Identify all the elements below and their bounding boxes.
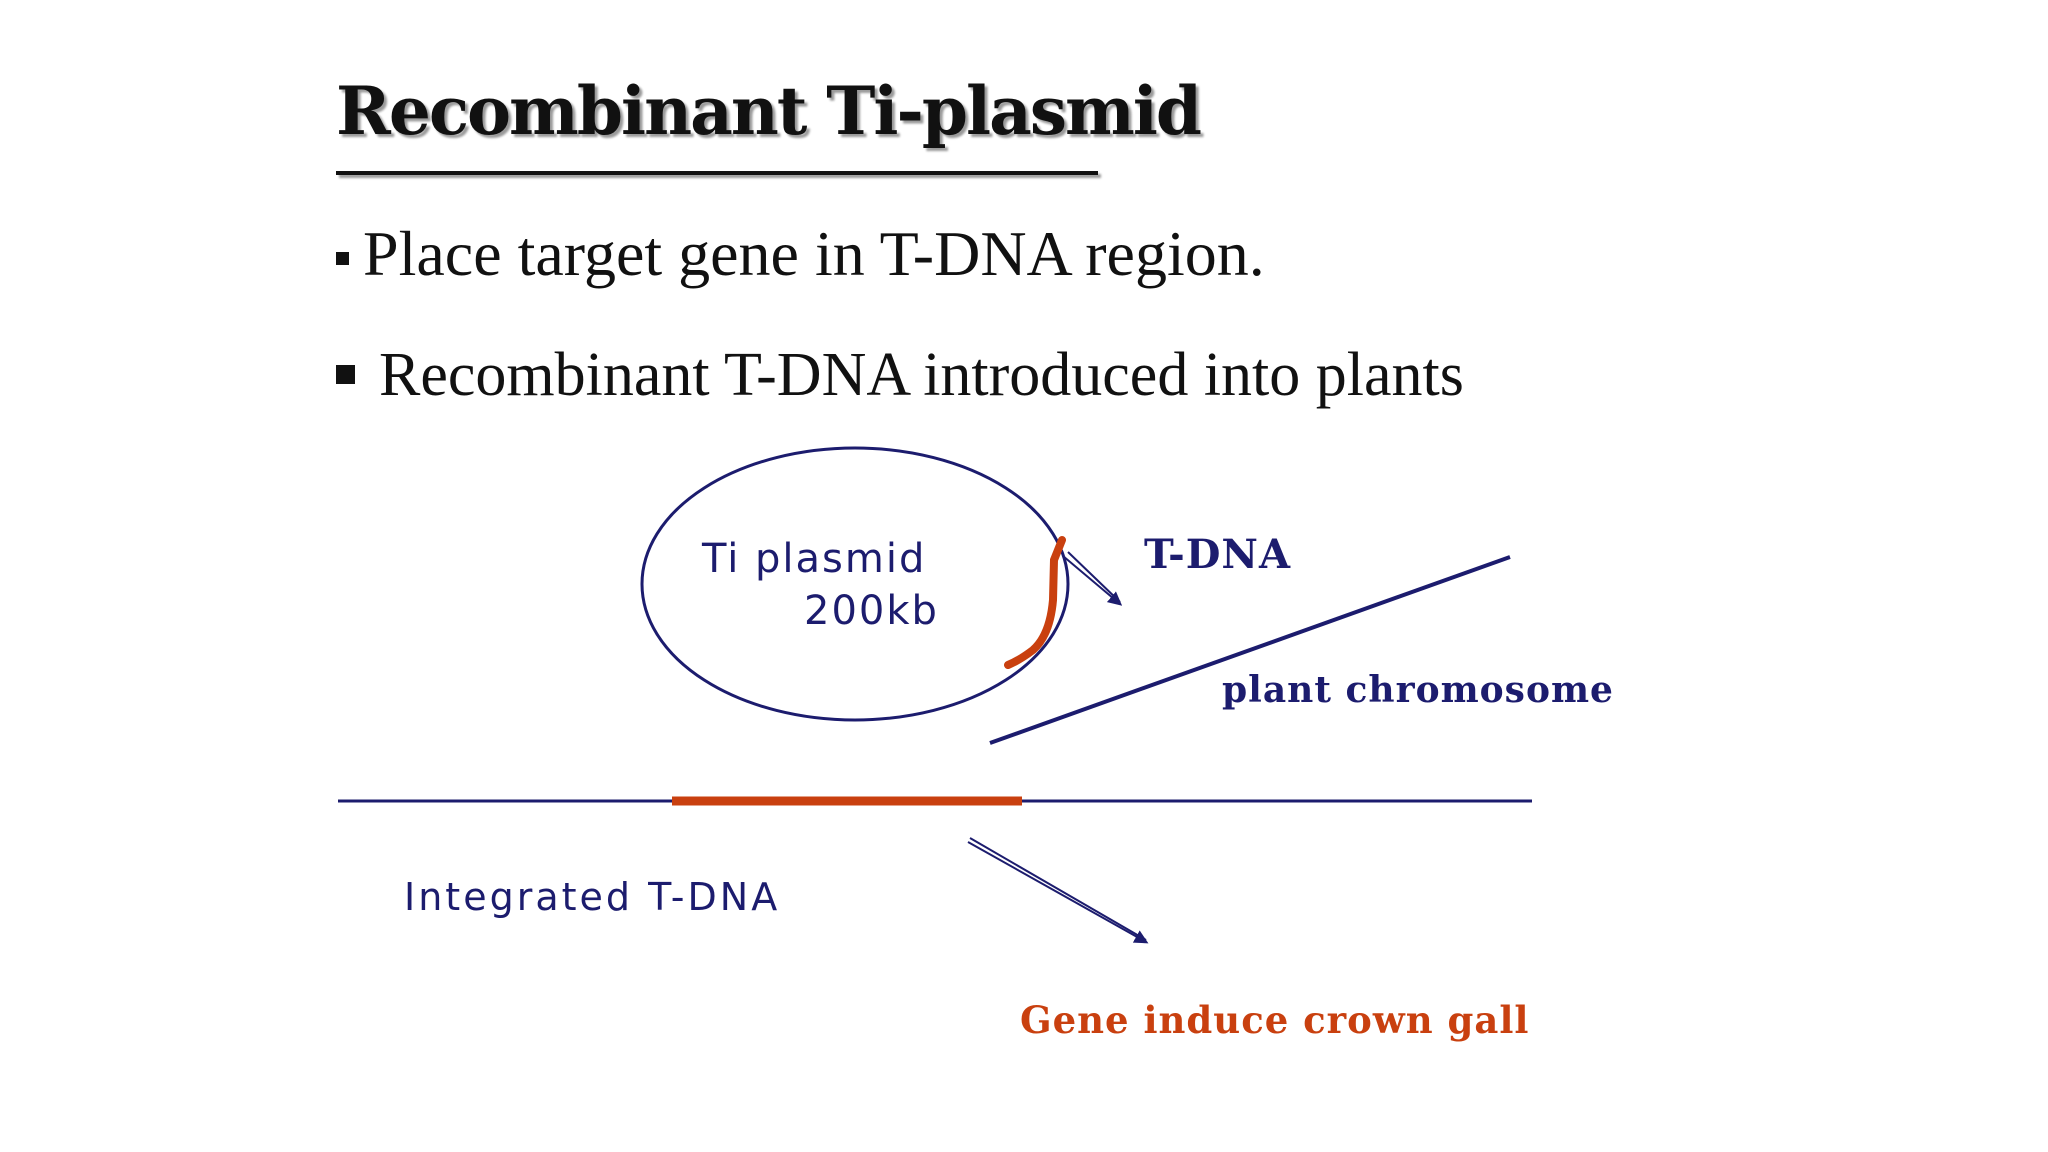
ti-plasmid-circle <box>640 446 1070 722</box>
bullet-square-icon <box>336 251 349 265</box>
gene-arrow-line-a <box>969 837 1147 941</box>
tdna-label: T-DNA <box>1144 531 1291 578</box>
bullet-square-icon <box>336 365 355 385</box>
gene-arrow <box>967 841 1149 944</box>
plant-chromosome-line <box>989 555 1511 745</box>
tdna-arrow <box>1062 555 1123 606</box>
slide-title: Recombinant Ti-plasmid <box>336 72 1202 150</box>
integrated-tdna-label: Integrated T-DNA <box>404 875 780 919</box>
bullet-item: Recombinant T-DNA introduced into plants <box>336 344 1464 406</box>
tdna-arrow-line-a <box>1067 551 1121 603</box>
bullet-item: Place target gene in T-DNA region. <box>336 222 1265 286</box>
gene-label: Gene induce crown gall <box>1020 998 1529 1042</box>
bullet-text: Place target gene in T-DNA region. <box>363 218 1265 289</box>
plasmid-size-label: 200kb <box>804 588 939 634</box>
title-underline <box>336 171 1098 175</box>
plasmid-label: Ti plasmid <box>701 536 926 582</box>
tdna-segment-arc <box>1004 536 1066 669</box>
bullet-text: Recombinant T-DNA introduced into plants <box>379 341 1464 409</box>
chromosome-label: plant chromosome <box>1222 669 1614 711</box>
